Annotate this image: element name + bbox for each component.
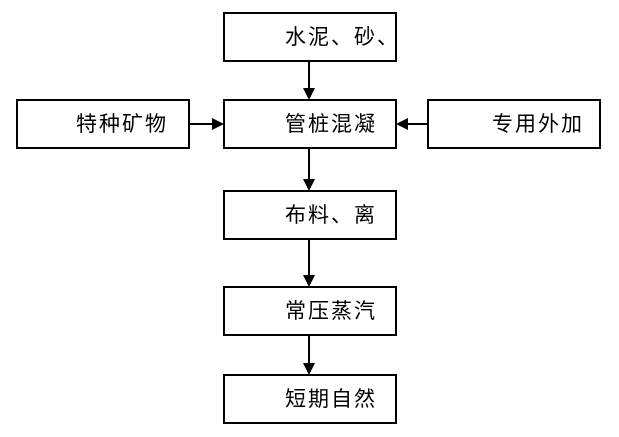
node-natural-curing: 短期自然: [223, 374, 397, 424]
node-special-minerals: 特种矿物: [16, 99, 190, 149]
arrow-distribution-to-steam: [303, 239, 315, 287]
node-special-admixture: 专用外加: [427, 99, 601, 149]
node-steam-curing: 常压蒸汽: [223, 286, 397, 336]
arrow-steam-to-natural: [303, 335, 315, 375]
arrow-minerals-to-concrete: [189, 118, 224, 130]
node-distribution-label: 布料、离: [285, 203, 377, 227]
node-pile-concrete: 管桩混凝: [223, 99, 397, 149]
node-raw-materials-label: 水泥、砂、: [285, 25, 400, 49]
node-natural-curing-label: 短期自然: [285, 387, 377, 411]
node-distribution: 布料、离: [223, 190, 397, 240]
node-steam-curing-label: 常压蒸汽: [285, 299, 377, 323]
node-raw-materials: 水泥、砂、: [223, 12, 400, 62]
arrow-raw-to-concrete: [303, 61, 315, 100]
arrow-admixture-to-concrete: [396, 118, 428, 130]
node-special-admixture-label: 专用外加: [492, 112, 584, 136]
node-special-minerals-label: 特种矿物: [76, 112, 168, 136]
node-pile-concrete-label: 管桩混凝: [285, 112, 377, 136]
arrow-concrete-to-distribution: [303, 148, 315, 191]
